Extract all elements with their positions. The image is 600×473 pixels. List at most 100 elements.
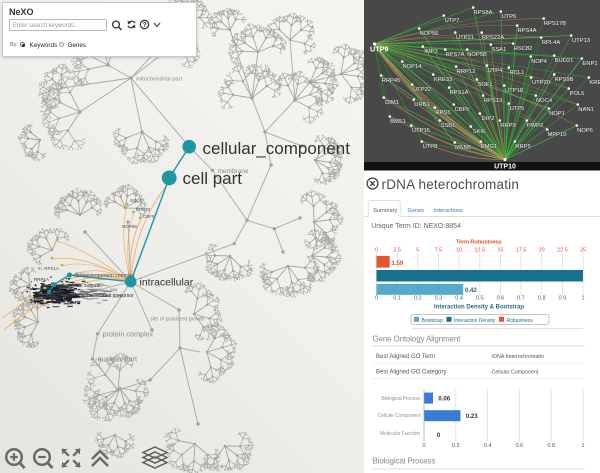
svg-text:KRE33: KRE33 — [434, 77, 452, 83]
svg-text:0.9: 0.9 — [559, 296, 567, 302]
svg-text:0.6: 0.6 — [497, 296, 505, 302]
svg-text:RPS5: RPS5 — [435, 110, 450, 116]
svg-text:UTP6: UTP6 — [502, 14, 517, 20]
svg-text:Biological Process: Biological Process — [373, 457, 436, 466]
svg-text:Interaction Density: Interaction Density — [454, 318, 496, 324]
svg-text:m. RPS1A: m. RPS1A — [38, 266, 59, 271]
svg-text:POL5: POL5 — [570, 91, 585, 97]
svg-text:RCL1: RCL1 — [510, 70, 525, 76]
svg-text:0.42: 0.42 — [465, 288, 477, 294]
svg-text:0.4: 0.4 — [484, 443, 492, 449]
svg-text:intracellular: intracellular — [140, 276, 194, 288]
svg-text:ribosomal subunit precursor: ribosomal subunit precursor — [72, 293, 134, 299]
svg-text:17.5: 17.5 — [516, 248, 527, 254]
svg-text:protein complex: protein complex — [103, 330, 154, 339]
svg-text:0.3: 0.3 — [435, 296, 443, 302]
svg-text:0.2: 0.2 — [452, 443, 460, 449]
svg-text:RPS7A: RPS7A — [445, 52, 464, 58]
svg-text:BMS1: BMS1 — [390, 119, 406, 125]
svg-text:RPS1A: RPS1A — [449, 90, 468, 96]
svg-text:NOP6: NOP6 — [577, 128, 593, 134]
svg-text:NAN1: NAN1 — [578, 107, 593, 113]
svg-text:Summary: Summary — [373, 208, 397, 214]
svg-text:MSN5: MSN5 — [455, 145, 471, 151]
svg-text:rDNA heterochromatin: rDNA heterochromatin — [492, 354, 544, 360]
svg-text:Bootstrap: Bootstrap — [422, 318, 444, 324]
svg-text:UTP13: UTP13 — [572, 38, 590, 44]
svg-text:nuclear part: nuclear part — [98, 355, 139, 364]
svg-text:25: 25 — [580, 248, 586, 254]
svg-text:UTP5: UTP5 — [510, 106, 525, 112]
svg-text:DIM1: DIM1 — [385, 100, 399, 106]
svg-text:Biological Process: Biological Process — [381, 396, 420, 402]
svg-text:RPS17B: RPS17B — [544, 21, 566, 27]
svg-text:NOP4: NOP4 — [531, 59, 548, 65]
svg-text:UTP7: UTP7 — [445, 18, 460, 24]
svg-text:Gene Ontology Alignment: Gene Ontology Alignment — [373, 335, 462, 344]
svg-text:ribosomal subunit: ribosomal subunit — [60, 283, 101, 289]
svg-text:NOP5B: NOP5B — [467, 52, 487, 58]
svg-text:SOF1: SOF1 — [477, 82, 492, 88]
svg-text:20: 20 — [539, 248, 545, 254]
svg-text:RPS8A: RPS8A — [473, 10, 492, 16]
svg-text:1.59: 1.59 — [392, 261, 404, 267]
svg-text:Interaction Density & Bootstra: Interaction Density & Bootstrap — [434, 305, 524, 311]
svg-text:RPL4A: RPL4A — [542, 40, 561, 46]
svg-text:RRP1A: RRP1A — [34, 277, 49, 282]
svg-text:SSA1: SSA1 — [492, 47, 507, 53]
svg-text:CBF5: CBF5 — [143, 214, 155, 219]
svg-text:ribonucleoprotein complex: ribonucleoprotein complex — [74, 273, 135, 279]
svg-text:RPS4A: RPS4A — [517, 28, 536, 34]
svg-text:NOP14: NOP14 — [402, 64, 422, 70]
svg-text:mitochondrial part: mitochondrial part — [136, 77, 182, 83]
svg-text:site of polarized growth: site of polarized growth — [150, 317, 205, 323]
svg-text:22.5: 22.5 — [557, 248, 568, 254]
svg-text:SKI6: SKI6 — [473, 129, 486, 135]
svg-text:RPS22A: RPS22A — [482, 35, 504, 41]
svg-text:UTP10: UTP10 — [494, 164, 516, 171]
svg-text:PWP2: PWP2 — [527, 123, 543, 129]
svg-text:0.4: 0.4 — [455, 296, 463, 302]
svg-text:NOC4: NOC4 — [536, 98, 553, 104]
svg-text:KRE1: KRE1 — [589, 80, 600, 86]
svg-text:Interactions: Interactions — [434, 208, 463, 214]
svg-text:7.5: 7.5 — [435, 248, 443, 254]
svg-text:12.5: 12.5 — [474, 248, 485, 254]
svg-text:0.7: 0.7 — [517, 296, 525, 302]
svg-text:0.23: 0.23 — [466, 414, 478, 420]
svg-text:Cellular Component: Cellular Component — [378, 413, 421, 419]
svg-text:0: 0 — [437, 433, 441, 439]
svg-text:RPS13: RPS13 — [484, 98, 502, 104]
svg-text:2.5: 2.5 — [393, 248, 401, 254]
svg-text:UTP15: UTP15 — [412, 128, 430, 134]
svg-text:0.5: 0.5 — [476, 296, 484, 302]
svg-text:Cellular Component: Cellular Component — [492, 370, 539, 376]
svg-text:0: 0 — [375, 248, 378, 254]
svg-text:0: 0 — [422, 443, 425, 449]
svg-text:EMG1: EMG1 — [481, 144, 497, 150]
svg-text:10: 10 — [456, 248, 462, 254]
svg-text:0.1: 0.1 — [393, 296, 401, 302]
svg-text:RRP45: RRP45 — [382, 78, 401, 84]
svg-text:0: 0 — [375, 296, 378, 302]
svg-text:cell part: cell part — [183, 169, 243, 188]
svg-text:HSC82: HSC82 — [514, 46, 533, 52]
svg-text:0.06: 0.06 — [438, 397, 450, 403]
svg-text:Genes: Genes — [408, 208, 425, 214]
svg-text:?: ? — [142, 20, 147, 29]
svg-text:IMP3: IMP3 — [424, 49, 438, 55]
svg-text:membrane: membrane — [218, 168, 249, 175]
svg-text:UTP9: UTP9 — [370, 45, 388, 54]
svg-text:UTP22: UTP22 — [413, 87, 431, 93]
svg-text:0.8: 0.8 — [538, 296, 546, 302]
svg-text:RPS1A: RPS1A — [75, 272, 90, 277]
svg-text:Term Robustness: Term Robustness — [456, 240, 502, 246]
svg-text:Robustness: Robustness — [507, 318, 534, 324]
svg-text:5: 5 — [416, 248, 419, 254]
svg-text:1: 1 — [581, 296, 584, 302]
svg-text:NOP56: NOP56 — [419, 31, 438, 37]
svg-text:rDNA heterochromatin: rDNA heterochromatin — [382, 177, 520, 192]
svg-text:0.6: 0.6 — [516, 443, 524, 449]
svg-text:NOP58: NOP58 — [122, 224, 137, 229]
svg-text:Molecular Function: Molecular Function — [380, 431, 421, 437]
